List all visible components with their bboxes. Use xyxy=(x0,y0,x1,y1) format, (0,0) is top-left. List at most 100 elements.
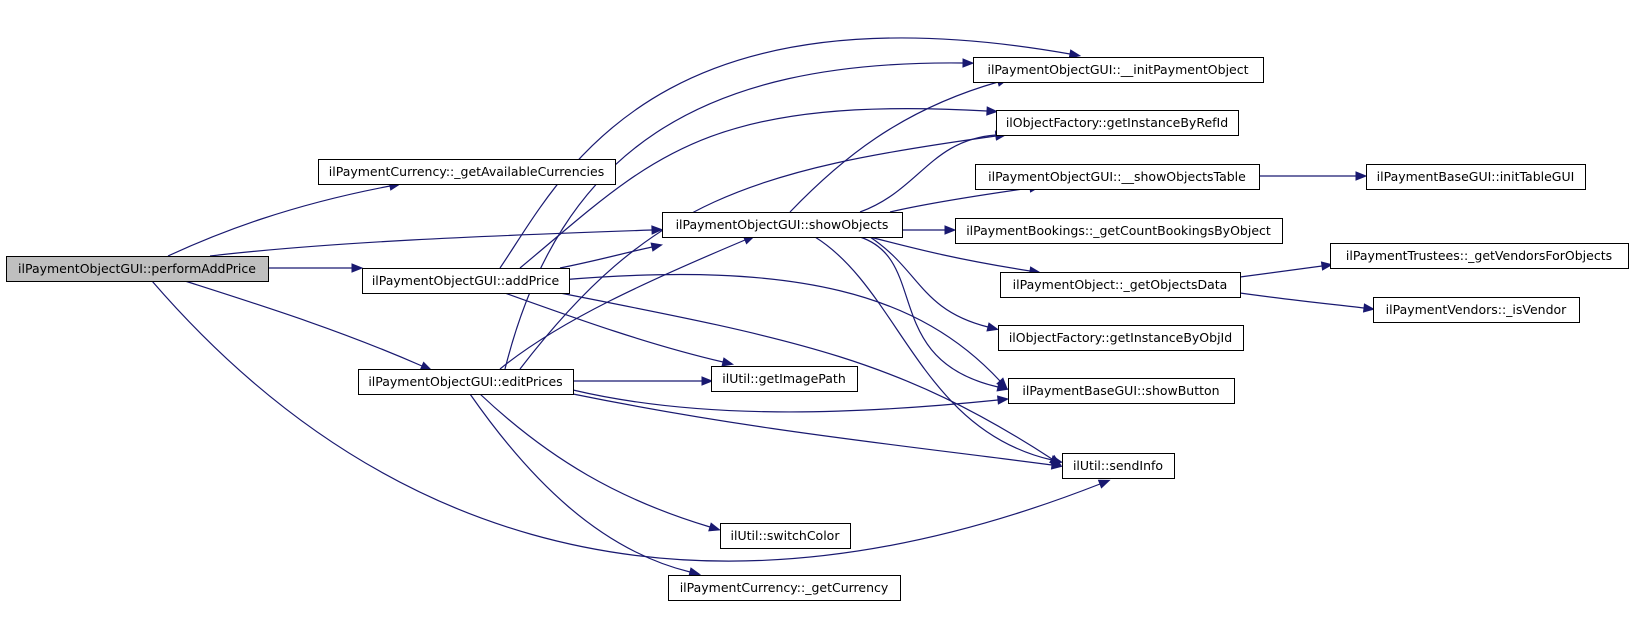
node-label: ilPaymentObjectGUI::editPrices xyxy=(368,374,562,389)
node-switchColor[interactable]: ilUtil::switchColor xyxy=(720,523,851,549)
arrowhead-icon xyxy=(986,322,1000,332)
node-label: ilUtil::switchColor xyxy=(731,528,841,543)
edge-getObjectsData-to-isVendor xyxy=(1239,292,1376,313)
edge-editPrices-to-showObjects xyxy=(499,235,756,370)
arrowhead-icon xyxy=(1050,455,1064,465)
node-box[interactable] xyxy=(662,212,903,238)
edge-line xyxy=(504,292,724,363)
node-getAvailableCurrencies[interactable]: ilPaymentCurrency::_getAvailableCurrenci… xyxy=(318,159,616,185)
edge-line xyxy=(479,393,711,528)
node-isVendor[interactable]: ilPaymentVendors::_isVendor xyxy=(1373,297,1580,323)
edge-addPrice-to-getImagePath xyxy=(504,292,735,367)
node-box[interactable] xyxy=(668,575,901,601)
node-box[interactable] xyxy=(358,369,574,395)
node-showObjects[interactable]: ilPaymentObjectGUI::showObjects xyxy=(662,212,903,238)
node-label: ilPaymentVendors::_isVendor xyxy=(1386,302,1568,317)
node-getObjectsData[interactable]: ilPaymentObject::_getObjectsData xyxy=(1000,272,1241,298)
node-editPrices[interactable]: ilPaymentObjectGUI::editPrices xyxy=(358,369,574,395)
edge-line xyxy=(499,37,1071,269)
arrowhead-icon xyxy=(944,225,957,235)
edge-line xyxy=(789,81,999,213)
arrowhead-icon xyxy=(1362,303,1376,313)
node-initTableGUI[interactable]: ilPaymentBaseGUI::initTableGUI xyxy=(1366,164,1586,190)
edge-line xyxy=(572,389,999,413)
node-label: ilObjectFactory::getInstanceByRefId xyxy=(1006,115,1228,130)
node-label: ilPaymentTrustees::_getVendorsForObjects xyxy=(1346,248,1612,263)
node-box[interactable] xyxy=(362,268,570,294)
node-getImagePath[interactable]: ilUtil::getImagePath xyxy=(711,366,858,392)
node-label: ilPaymentObjectGUI::__initPaymentObject xyxy=(987,62,1248,77)
edge-line xyxy=(814,236,1053,461)
edge-line xyxy=(559,273,1001,382)
node-performAddPrice[interactable]: ilPaymentObjectGUI::performAddPrice xyxy=(6,256,269,282)
edge-performAddPrice-to-addPrice xyxy=(268,263,364,273)
node-getInstanceByRefId[interactable]: ilObjectFactory::getInstanceByRefId xyxy=(996,110,1239,136)
node-label: ilUtil::sendInfo xyxy=(1073,458,1163,473)
node-box[interactable] xyxy=(6,256,269,282)
node-getCurrency[interactable]: ilPaymentCurrency::_getCurrency xyxy=(668,575,901,601)
node-showObjectsTable[interactable]: ilPaymentObjectGUI::__showObjectsTable xyxy=(975,164,1260,190)
node-box[interactable] xyxy=(955,218,1283,244)
node-label: ilPaymentObjectGUI::__showObjectsTable xyxy=(988,169,1246,184)
edge-addPrice-to-initPaymentObject xyxy=(499,37,1082,269)
node-box[interactable] xyxy=(1330,243,1629,269)
edge-line xyxy=(1239,265,1323,278)
edge-line xyxy=(559,292,1053,460)
nodes-layer: ilPaymentObjectGUI::performAddPriceilPay… xyxy=(6,57,1629,601)
node-showButton[interactable]: ilPaymentBaseGUI::showButton xyxy=(1008,378,1235,404)
node-box[interactable] xyxy=(1008,378,1235,404)
edge-line xyxy=(859,134,997,213)
edge-editPrices-to-showButton xyxy=(572,389,1010,413)
node-label: ilPaymentCurrency::_getCurrency xyxy=(680,580,889,595)
node-box[interactable] xyxy=(711,366,858,392)
edge-showObjects-to-getInstanceByObjId xyxy=(869,236,1000,332)
edge-showObjectsTable-to-initTableGUI xyxy=(1258,171,1368,181)
node-sendInfo[interactable]: ilUtil::sendInfo xyxy=(1062,453,1175,479)
node-box[interactable] xyxy=(998,325,1244,351)
node-box[interactable] xyxy=(1366,164,1586,190)
edge-line xyxy=(869,236,989,328)
arrowhead-icon xyxy=(351,263,364,273)
arrowhead-icon xyxy=(650,242,664,252)
edge-line xyxy=(559,246,653,269)
edge-addPrice-to-getInstanceByRefId xyxy=(519,106,999,269)
node-label: ilPaymentObject::_getObjectsData xyxy=(1013,277,1228,292)
node-box[interactable] xyxy=(975,164,1260,190)
node-box[interactable] xyxy=(973,57,1264,83)
node-box[interactable] xyxy=(1000,272,1241,298)
edge-line xyxy=(869,236,1031,272)
node-box[interactable] xyxy=(996,110,1239,136)
node-box[interactable] xyxy=(1373,297,1580,323)
node-getCountBookings[interactable]: ilPaymentBookings::_getCountBookingsByOb… xyxy=(955,218,1283,244)
node-label: ilPaymentObjectGUI::showObjects xyxy=(676,217,889,232)
edge-performAddPrice-to-editPrices xyxy=(184,280,433,371)
arrowhead-icon xyxy=(651,225,664,235)
edge-editPrices-to-sendInfo xyxy=(572,393,1064,470)
edge-line xyxy=(519,135,997,370)
edge-showObjects-to-showButton xyxy=(859,236,1010,392)
edge-line xyxy=(859,236,999,388)
node-box[interactable] xyxy=(318,159,616,185)
edge-editPrices-to-getImagePath xyxy=(573,376,714,386)
node-getInstanceByObjId[interactable]: ilObjectFactory::getInstanceByObjId xyxy=(998,325,1244,351)
node-initPaymentObject[interactable]: ilPaymentObjectGUI::__initPaymentObject xyxy=(973,57,1264,83)
arrowhead-icon xyxy=(708,522,721,532)
arrowhead-icon xyxy=(996,382,1010,392)
arrowhead-icon xyxy=(419,361,433,371)
arrowhead-icon xyxy=(962,58,975,68)
node-box[interactable] xyxy=(1062,453,1175,479)
edge-performAddPrice-to-sendInfo xyxy=(151,280,1111,562)
edge-line xyxy=(1239,292,1365,309)
edge-line xyxy=(469,393,691,573)
edge-line xyxy=(184,280,423,367)
node-label: ilPaymentCurrency::_getAvailableCurrenci… xyxy=(329,164,604,179)
node-label: ilUtil::getImagePath xyxy=(722,371,846,386)
edge-showObjects-to-initPaymentObject xyxy=(789,77,1009,213)
arrowhead-icon xyxy=(1320,261,1334,271)
node-getVendorsForObjects[interactable]: ilPaymentTrustees::_getVendorsForObjects xyxy=(1330,243,1629,269)
node-addPrice[interactable]: ilPaymentObjectGUI::addPrice xyxy=(362,268,570,294)
arrowhead-icon xyxy=(1097,479,1111,489)
node-box[interactable] xyxy=(720,523,851,549)
node-label: ilPaymentObjectGUI::performAddPrice xyxy=(18,261,256,276)
edge-performAddPrice-to-getAvailableCurrencies xyxy=(167,181,402,257)
